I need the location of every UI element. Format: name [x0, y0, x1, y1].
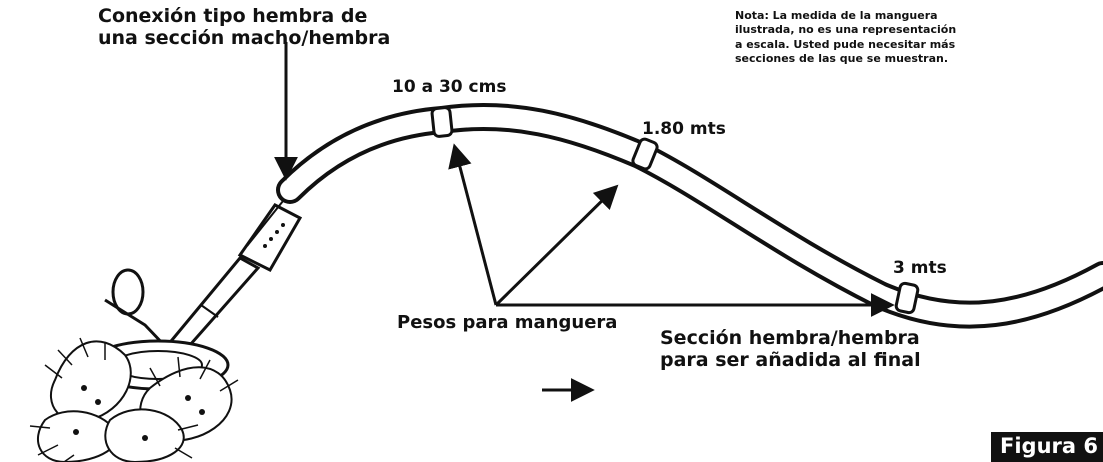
hose-weights-label: Pesos para manguera	[397, 312, 618, 333]
figure-tag: Figura 6	[991, 431, 1103, 462]
hose-weight-2	[631, 137, 659, 171]
distance-label-180-mts: 1.80 mts	[642, 119, 726, 139]
pool-cleaner	[29, 200, 303, 462]
hose-weight-3	[894, 281, 920, 315]
distance-label-10-30-cms: 10 a 30 cms	[392, 77, 507, 97]
weights-arrow-middle	[494, 184, 619, 307]
pointer-arrows	[274, 42, 895, 402]
distance-label-3-mts: 3 mts	[893, 258, 947, 278]
hose	[276, 102, 1103, 329]
female-section-label: Sección hembra/hembra para ser añadida a…	[660, 327, 921, 371]
connection-label: Conexión tipo hembra de una sección mach…	[98, 5, 391, 49]
hose-weight-1	[430, 106, 454, 138]
hose-weights	[430, 106, 920, 315]
weights-arrow-left	[448, 143, 498, 306]
scale-note: Nota: La medida de la manguera ilustrada…	[735, 9, 957, 65]
